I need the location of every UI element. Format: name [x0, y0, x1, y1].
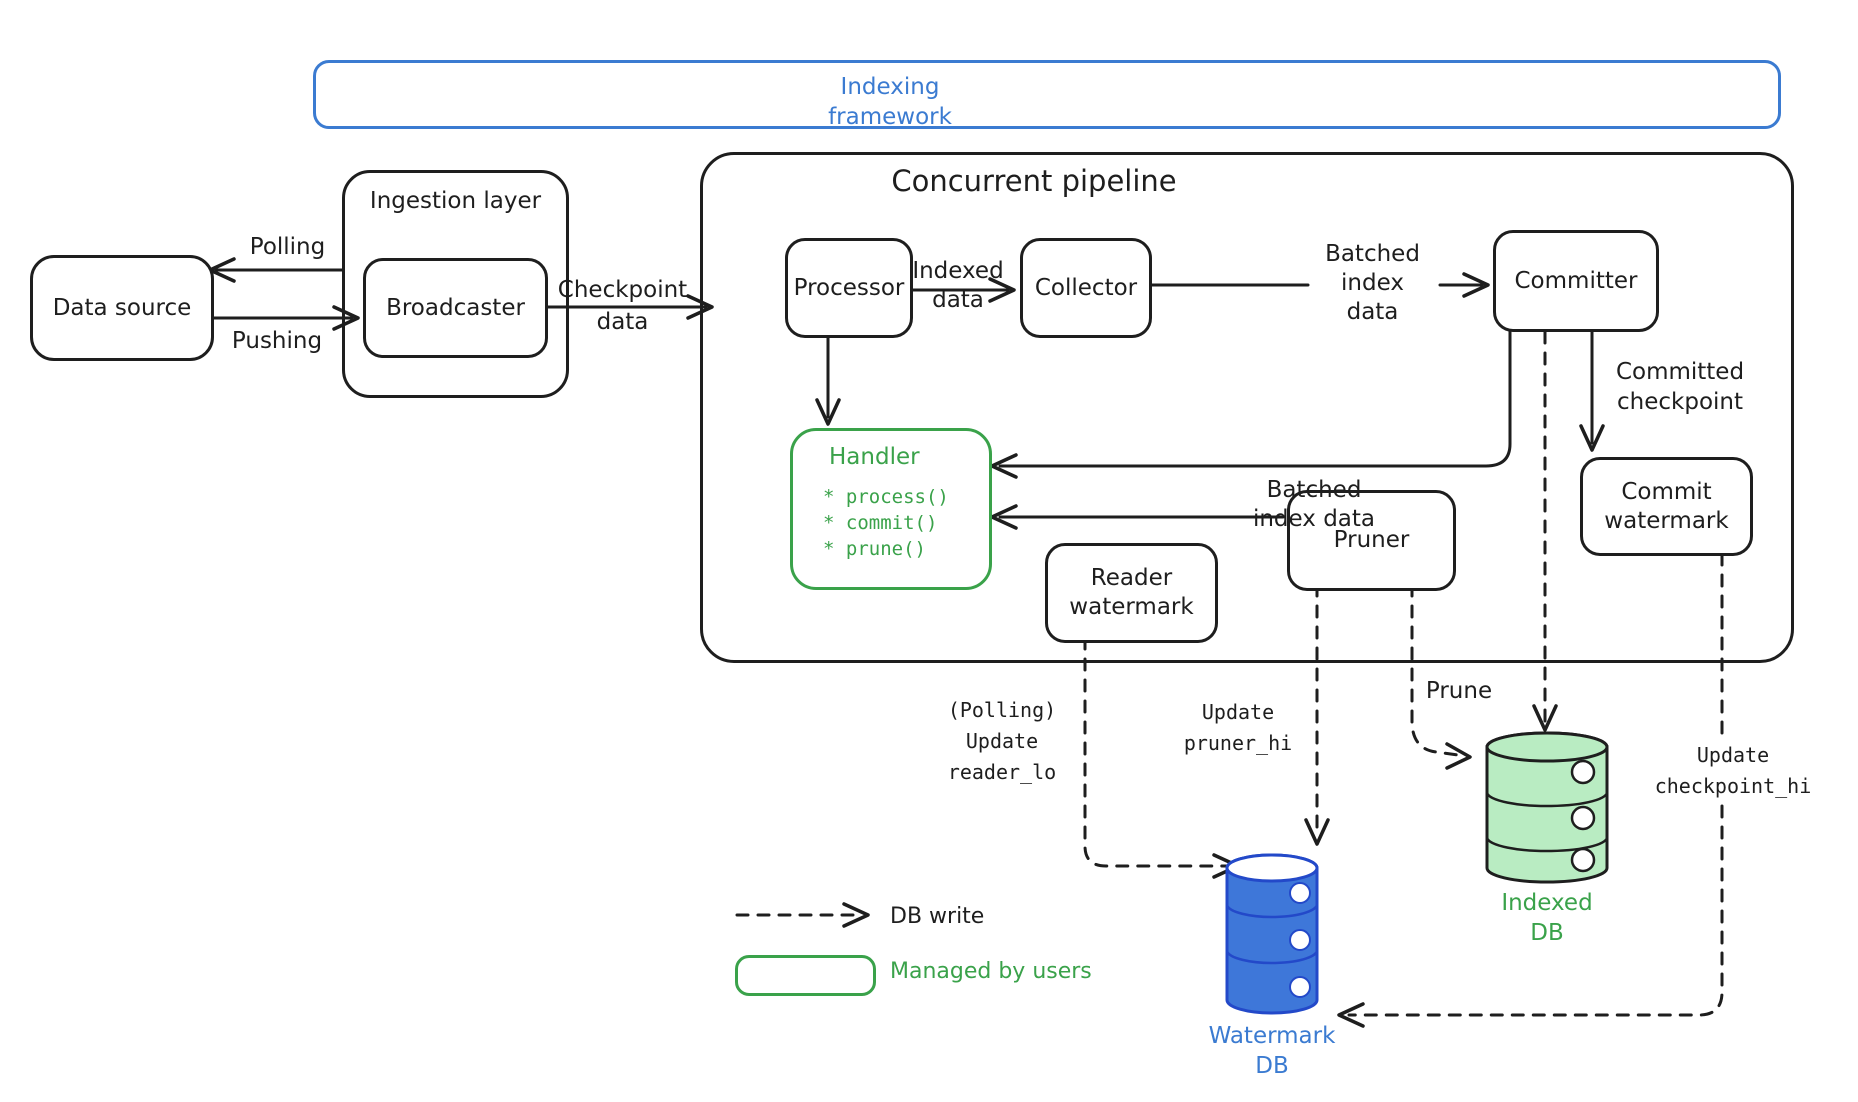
arrow-committer-handler-head	[990, 453, 1018, 479]
broadcaster-node: Broadcaster	[363, 258, 548, 358]
handler-item-process: * process()	[823, 486, 949, 508]
arrow-processor-collector-head	[988, 277, 1016, 303]
processor-node: Processor	[785, 238, 913, 338]
collector-node: Collector	[1020, 238, 1152, 338]
pruner-node: Pruner	[1287, 490, 1456, 591]
prune-label: Prune	[1425, 678, 1493, 704]
arrow-collector-committer-head	[1462, 272, 1490, 298]
update-pruner-hi-label: Update pruner_hi	[1183, 700, 1293, 755]
watermark-db-label: Watermark DB	[1208, 1023, 1336, 1079]
arrow-processor-handler-head	[815, 398, 841, 426]
arrow-prune-indexed-db-head	[1445, 742, 1472, 770]
legend-db-write-label: DB write	[890, 904, 985, 929]
arrow-committer-handler-line	[998, 326, 1512, 468]
indexed-data-label: Indexed data	[912, 258, 1004, 313]
update-reader-lo-label: (Polling) Update reader_lo	[947, 698, 1057, 784]
legend-managed-swatch	[735, 955, 876, 996]
committed-checkpoint-label: Committed checkpoint	[1615, 359, 1745, 415]
ingestion-layer-label: Ingestion layer	[369, 188, 542, 214]
arrow-committer-commit-watermark-head	[1579, 424, 1605, 452]
watermark-db-icon	[1225, 853, 1319, 1015]
pushing-label: Pushing	[231, 328, 323, 354]
arrow-committer-indexed-db-head	[1532, 704, 1558, 732]
polling-label: Polling	[249, 234, 326, 260]
committer-node: Committer	[1493, 230, 1659, 332]
handler-item-commit: * commit()	[823, 512, 938, 534]
arrow-commit-watermark-db-head	[1337, 1002, 1365, 1028]
handler-node: Handler * process() * commit() * prune()	[790, 428, 992, 590]
legend-db-write-arrow-head	[842, 902, 870, 928]
arrow-prune-indexed-db-line	[1410, 583, 1460, 757]
batched-index-data-top-label: Batched index data	[1325, 241, 1420, 325]
concurrent-pipeline-title: Concurrent pipeline	[891, 164, 1177, 198]
legend-managed-by-users-label: Managed by users	[890, 959, 1092, 984]
update-checkpoint-hi-label: Update checkpoint_hi	[1628, 740, 1838, 802]
indexing-framework-banner	[313, 60, 1781, 129]
arrow-checkpoint-data-head	[686, 294, 714, 320]
reader-watermark-node: Reader watermark	[1045, 543, 1218, 643]
indexing-framework-label: Indexing framework	[828, 74, 952, 130]
data-source-node: Data source	[30, 255, 214, 361]
checkpoint-data-label: Checkpoint data	[557, 277, 688, 335]
ingestion-layer-container: Ingestion layer	[342, 170, 569, 398]
arrow-pruner-watermark-db-head	[1304, 818, 1330, 846]
handler-item-prune: * prune()	[823, 538, 926, 560]
concurrent-pipeline-container	[700, 152, 1794, 663]
indexed-db-label: Indexed DB	[1501, 890, 1593, 946]
commit-watermark-node: Commit watermark	[1580, 457, 1753, 556]
handler-title: Handler	[829, 444, 920, 470]
batched-index-data-bottom-label: Batched index data	[1252, 477, 1376, 532]
indexed-db-icon	[1485, 731, 1609, 884]
arrow-pruner-handler-head	[990, 504, 1018, 530]
arrow-reader-watermark-db-line	[1083, 636, 1228, 868]
